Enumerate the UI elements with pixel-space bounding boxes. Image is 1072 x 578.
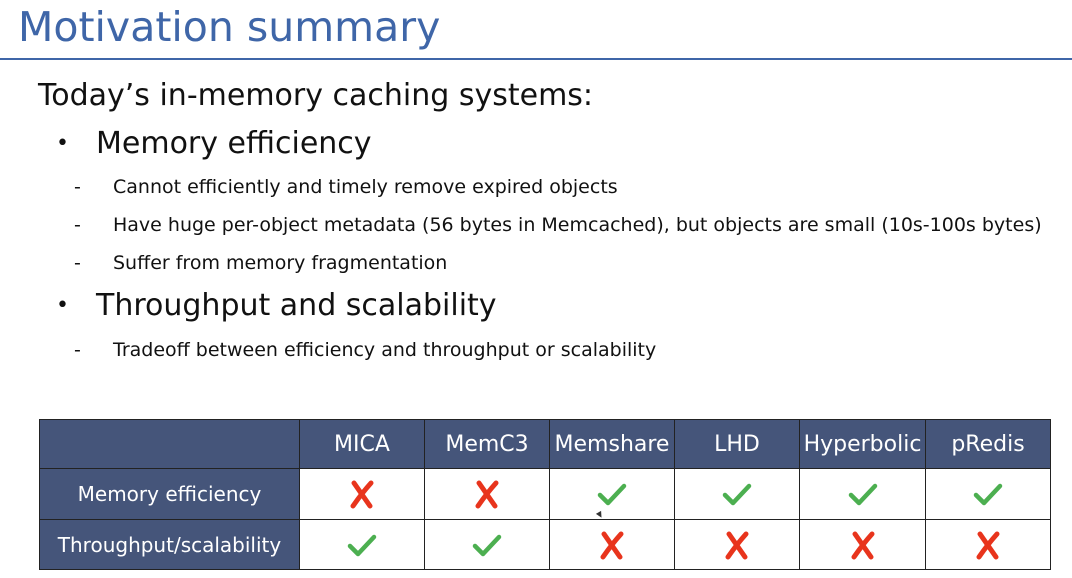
sub-item: - Have huge per-object metadata (56 bytes… (74, 212, 1042, 238)
column-header: Hyperbolic (799, 419, 926, 469)
cross-icon (600, 531, 624, 559)
table-cell (799, 468, 926, 520)
check-icon (973, 483, 1003, 506)
check-icon (472, 534, 502, 556)
cross-icon (475, 480, 499, 509)
check-icon (722, 483, 752, 506)
check-icon (347, 534, 377, 556)
check-icon (848, 483, 877, 506)
cross-icon (976, 531, 1000, 559)
bullet-throughput-scalability: • Throughput and scalability (56, 286, 497, 326)
column-header: MemC3 (424, 419, 550, 469)
table-cell (549, 468, 675, 520)
column-header: Memshare (549, 419, 675, 469)
sub-item: - Cannot efficiently and timely remove ex… (74, 174, 618, 200)
column-header: MICA (299, 419, 425, 469)
column-header: LHD (674, 419, 800, 469)
row-header: Throughput/scalability (39, 519, 300, 570)
title-divider (0, 58, 1072, 60)
table-cell (925, 468, 1051, 520)
bullet-dot: • (56, 293, 69, 318)
table-cell (674, 468, 800, 520)
bullet-heading: Throughput and scalability (96, 288, 497, 323)
cross-icon (725, 531, 749, 559)
sub-item-text: Suffer from memory fragmentation (113, 252, 448, 274)
comparison-table: MICA MemC3 Memshare LHD Hyperbolic pRedi… (39, 419, 1051, 570)
table-header-row: MICA MemC3 Memshare LHD Hyperbolic pRedi… (39, 419, 1051, 469)
table-corner-cell (39, 419, 300, 469)
check-icon (597, 483, 627, 506)
intro-text: Today’s in-memory caching systems: (38, 78, 594, 113)
sub-item: - Suffer from memory fragmentation (74, 250, 447, 276)
sub-item-text: Have huge per-object metadata (56 bytes … (113, 214, 1042, 236)
sub-dash: - (74, 214, 81, 236)
sub-dash: - (74, 176, 81, 198)
table-cell (925, 519, 1051, 570)
table-cell (799, 519, 926, 570)
bullet-dot: • (56, 131, 69, 156)
cross-icon (350, 480, 374, 509)
table-row: Throughput/scalability (39, 519, 1051, 570)
table-cell (424, 519, 550, 570)
sub-dash: - (74, 339, 81, 361)
table-cell (299, 468, 425, 520)
slide-title: Motivation summary (18, 3, 441, 51)
table-row: Memory efficiency (39, 468, 1051, 520)
sub-dash: - (74, 252, 81, 274)
column-header: pRedis (925, 419, 1051, 469)
table-cell (424, 468, 550, 520)
sub-item: - Tradeoff between efficiency and through… (74, 337, 656, 363)
bullet-memory-efficiency: • Memory efficiency (56, 124, 372, 164)
bullet-heading: Memory efficiency (96, 126, 372, 161)
sub-item-text: Cannot efficiently and timely remove exp… (113, 176, 618, 198)
table-cell (299, 519, 425, 570)
table-cell (674, 519, 800, 570)
row-header: Memory efficiency (39, 468, 300, 520)
table-cell (549, 519, 675, 570)
cross-icon (851, 531, 874, 559)
sub-item-text: Tradeoff between efficiency and throughp… (113, 339, 657, 361)
